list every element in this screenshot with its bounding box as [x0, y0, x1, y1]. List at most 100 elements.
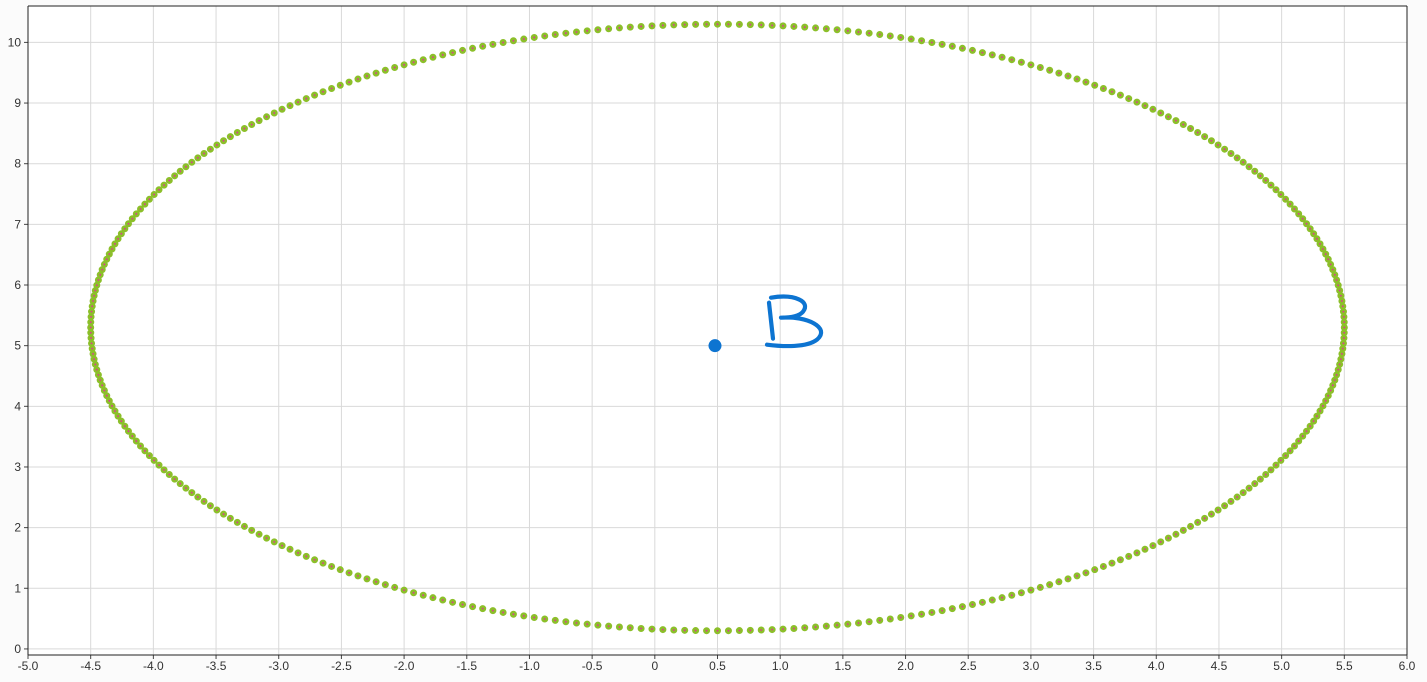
data-point	[958, 603, 966, 611]
data-point	[449, 49, 457, 57]
data-point	[1310, 417, 1318, 425]
data-point	[150, 456, 158, 464]
data-point	[206, 145, 214, 153]
data-point	[1221, 145, 1229, 153]
data-point	[886, 32, 894, 40]
data-point	[1286, 447, 1294, 455]
x-tick-label: 4.0	[1148, 659, 1165, 673]
y-tick-label: 6	[14, 278, 21, 292]
data-point	[121, 422, 129, 430]
data-point	[541, 615, 549, 623]
data-point	[1313, 235, 1321, 243]
data-point	[605, 25, 613, 33]
data-point	[354, 75, 362, 83]
data-point	[1267, 181, 1275, 189]
x-tick-label: 4.5	[1211, 659, 1228, 673]
data-point	[226, 514, 234, 522]
data-point	[988, 596, 996, 604]
data-point	[998, 594, 1006, 602]
data-point	[226, 133, 234, 141]
data-point	[583, 620, 591, 628]
y-tick-label: 0	[14, 642, 21, 656]
data-point	[1334, 281, 1342, 289]
data-point	[1337, 292, 1345, 300]
data-point	[897, 33, 905, 41]
data-point	[1324, 255, 1332, 263]
data-point	[410, 589, 418, 597]
data-point	[479, 605, 487, 613]
data-point	[812, 623, 820, 631]
data-point	[96, 271, 104, 279]
data-point	[1272, 186, 1280, 194]
data-point	[93, 281, 101, 289]
data-point	[103, 392, 111, 400]
y-tick-label: 7	[14, 217, 21, 231]
data-point	[302, 95, 310, 103]
data-point	[572, 28, 580, 36]
data-point	[1027, 586, 1035, 594]
data-point	[499, 608, 507, 616]
data-point	[855, 619, 863, 627]
data-point	[801, 624, 809, 632]
data-point	[876, 31, 884, 39]
data-point	[1337, 355, 1345, 363]
data-point	[1338, 297, 1346, 305]
data-point	[155, 461, 163, 469]
data-point	[1108, 559, 1116, 567]
data-point	[108, 245, 116, 253]
data-point	[1256, 475, 1264, 483]
y-tick-label: 1	[14, 581, 21, 595]
y-tick-label: 4	[14, 399, 21, 413]
x-tick-label: -3.0	[268, 659, 289, 673]
data-point	[562, 618, 570, 626]
data-point	[746, 21, 754, 29]
data-point	[319, 88, 327, 96]
data-point	[91, 360, 99, 368]
data-point	[1201, 514, 1209, 522]
x-tick-label: -4.5	[80, 659, 101, 673]
data-point	[91, 287, 99, 295]
data-point	[958, 44, 966, 52]
data-point	[1295, 437, 1303, 445]
data-point	[1334, 366, 1342, 374]
data-point	[141, 200, 149, 208]
x-tick-label: 5.5	[1336, 659, 1353, 673]
data-point	[111, 407, 119, 415]
data-point	[1286, 200, 1294, 208]
data-point	[746, 626, 754, 634]
data-point	[1125, 95, 1133, 103]
data-point	[103, 255, 111, 263]
data-point	[439, 51, 447, 59]
data-point	[1108, 88, 1116, 96]
data-point	[165, 470, 173, 478]
data-point	[844, 27, 852, 35]
data-point	[1187, 125, 1195, 133]
data-point	[768, 626, 776, 634]
data-point	[150, 191, 158, 199]
x-tick-label: 0.5	[709, 659, 726, 673]
data-point	[670, 626, 678, 634]
ellipse-points	[87, 20, 1348, 635]
data-point	[703, 627, 711, 635]
data-point	[311, 556, 319, 564]
data-point	[302, 552, 310, 560]
data-point	[1099, 562, 1107, 570]
data-point	[1319, 245, 1327, 253]
data-point	[128, 215, 136, 223]
data-point	[1221, 502, 1229, 510]
point-b-label-handwritten	[764, 294, 824, 349]
data-point	[551, 31, 559, 39]
data-point	[779, 22, 787, 30]
data-point	[160, 181, 168, 189]
data-point	[713, 627, 721, 635]
data-point	[108, 402, 116, 410]
data-point	[345, 78, 353, 86]
data-point	[1339, 308, 1347, 316]
data-point	[844, 620, 852, 628]
data-point	[96, 376, 104, 384]
data-point	[89, 350, 97, 358]
data-point	[1082, 78, 1090, 86]
data-point	[1306, 422, 1314, 430]
data-point	[220, 137, 228, 145]
y-tick-label: 5	[14, 339, 21, 353]
